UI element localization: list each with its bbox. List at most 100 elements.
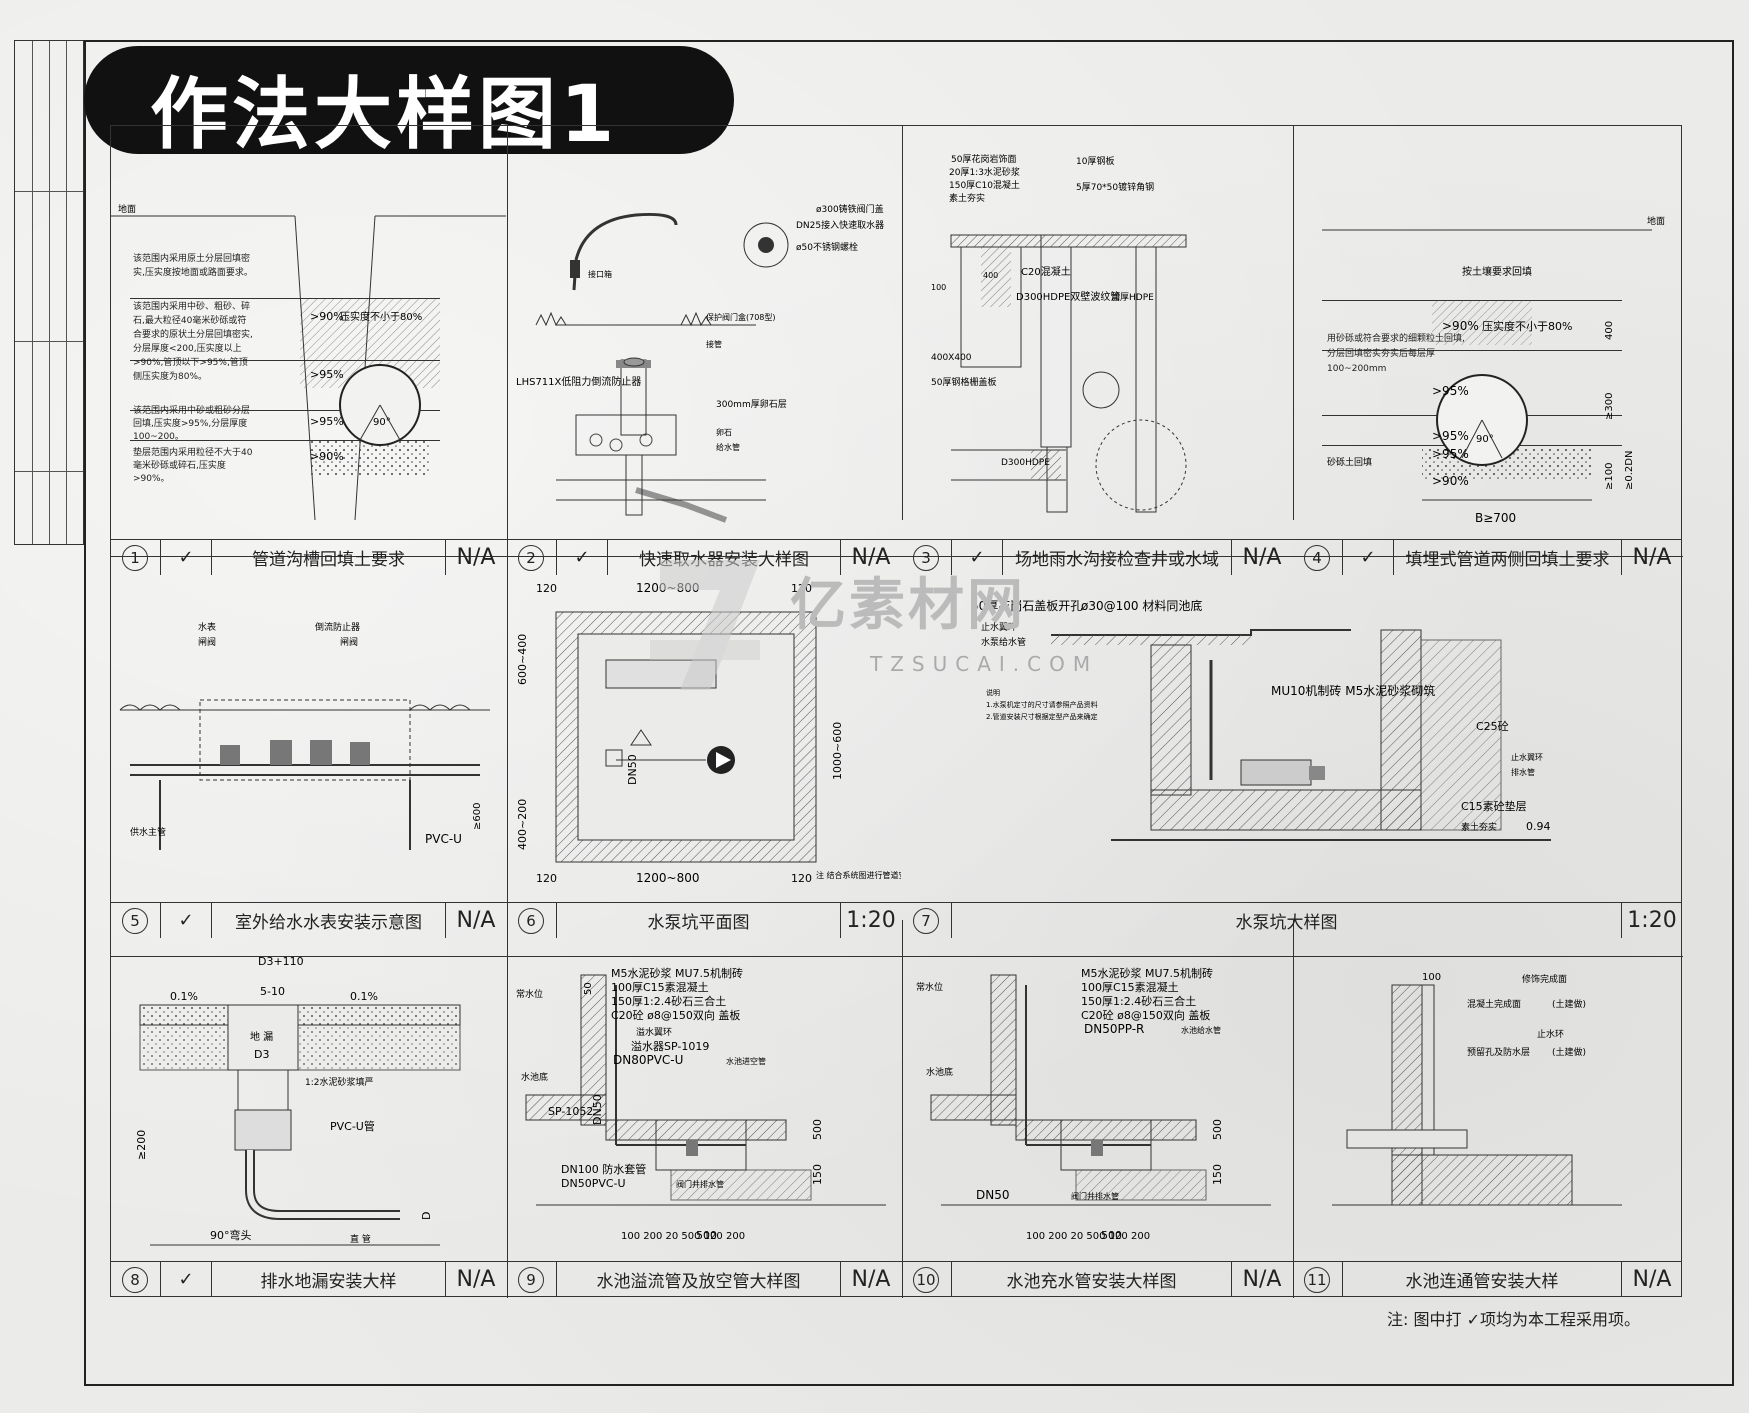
panel-10-scale: N/A bbox=[1231, 1262, 1292, 1297]
svg-text:300mm厚卵石层: 300mm厚卵石层 bbox=[716, 399, 787, 410]
svg-text:倒流防止器: 倒流防止器 bbox=[315, 621, 360, 633]
panel-11-drawing: 100 修饰完成面 混凝土完成面 (土建做) 止水环 预留孔及防水层 (土建做) bbox=[1332, 972, 1622, 1206]
panel-3-drawing: 50厚花岗岩饰面 20厚1:3水泥砂浆 150厚C10混凝土 素土夯实 10厚钢… bbox=[931, 153, 1187, 513]
svg-text:1200~800: 1200~800 bbox=[636, 871, 700, 885]
watermark-subtext: TZSUCAI.COM bbox=[870, 652, 1099, 676]
svg-text:(土建做): (土建做) bbox=[1552, 1046, 1586, 1058]
svg-text:20厚1:3水泥砂浆: 20厚1:3水泥砂浆 bbox=[949, 166, 1020, 178]
svg-text:DN100 防水套管: DN100 防水套管 bbox=[561, 1162, 646, 1176]
p4-note: 用砂砾或符合要求的细颗粒土回填,分层回填密实夯实后每层厚100~200mm bbox=[1327, 334, 1465, 374]
title-banner bbox=[84, 46, 734, 154]
svg-text:0.94: 0.94 bbox=[1526, 820, 1551, 833]
svg-text:水池底: 水池底 bbox=[521, 1071, 548, 1083]
svg-text:400: 400 bbox=[983, 271, 998, 280]
panel-6-number: 6 bbox=[518, 907, 544, 934]
svg-text:常水位: 常水位 bbox=[516, 988, 543, 1000]
panel-8-number: 8 bbox=[122, 1266, 148, 1293]
p1-note-2: 该范围内采用中砂、粗砂、碎石,最大粒径40毫米砂砾或符合要求的原状土分层回填密实… bbox=[133, 302, 253, 382]
panel-5-number: 5 bbox=[122, 907, 148, 934]
panel-2-scale: N/A bbox=[840, 540, 901, 575]
svg-text:B≥700: B≥700 bbox=[1475, 511, 1516, 525]
svg-text:砂砾土回填: 砂砾土回填 bbox=[1327, 456, 1372, 468]
panel-1-drawing: 地面 >90% 压实度不小于80% >95% >95% >90% 90° bbox=[110, 203, 506, 521]
svg-text:1000~600: 1000~600 bbox=[831, 722, 844, 780]
watermark-logo bbox=[650, 560, 760, 690]
svg-text:直 管: 直 管 bbox=[350, 1233, 371, 1245]
svg-text:100厚C15素混凝土: 100厚C15素混凝土 bbox=[611, 980, 709, 994]
svg-text:ø30@100 材料同池底: ø30@100 材料同池底 bbox=[1081, 598, 1202, 613]
svg-text:ø50不锈钢螺栓: ø50不锈钢螺栓 bbox=[796, 241, 858, 253]
svg-text:≥600: ≥600 bbox=[472, 803, 483, 830]
svg-text:预留孔及防水层: 预留孔及防水层 bbox=[1467, 1046, 1530, 1058]
svg-text:水池给水管: 水池给水管 bbox=[1181, 1025, 1221, 1035]
panel-3-number: 3 bbox=[913, 544, 939, 571]
svg-text:≥300: ≥300 bbox=[1604, 393, 1615, 420]
svg-text:止水环: 止水环 bbox=[1537, 1028, 1564, 1040]
svg-text:>95%: >95% bbox=[1432, 384, 1469, 398]
panel-9-titlebar: 9 水池溢流管及放空管大样图 N/A bbox=[506, 1261, 901, 1297]
svg-text:50厚花岗石盖板开孔: 50厚花岗石盖板开孔 bbox=[971, 598, 1082, 613]
panel-8-scale: N/A bbox=[445, 1262, 506, 1297]
svg-text:>90%: >90% bbox=[310, 450, 344, 463]
svg-text:5-10: 5-10 bbox=[260, 985, 285, 998]
panel-2-drawing: ø300铸铁阀门盖 DN25接入快速取水器 ø50不锈钢螺栓 接口箱 保护阀门盒… bbox=[516, 203, 884, 523]
svg-text:0.1%: 0.1% bbox=[170, 990, 198, 1003]
svg-text:LHS711X低阻力倒流防止器: LHS711X低阻力倒流防止器 bbox=[516, 375, 641, 388]
check-icon: ✓ bbox=[161, 540, 212, 575]
panel-4-drawing: 地面 按土壤要求回填 >90% 压实度不小于80% >95% >95% >95%… bbox=[1322, 215, 1665, 525]
panel-10-drawing: 常水位 M5水泥砂浆 MU7.5机制砖 100厚C15素混凝土 150厚1:2.… bbox=[916, 966, 1271, 1242]
panel-5-drawing: 水表 闸阀 倒流防止器 闸阀 供水主管 PVC-U ≥600 bbox=[119, 621, 490, 850]
check-icon: ✓ bbox=[1343, 540, 1394, 575]
panel-4-title: 填埋式管道两侧回填土要求 bbox=[1405, 550, 1610, 570]
panel-9-title: 水池溢流管及放空管大样图 bbox=[596, 1272, 801, 1292]
svg-text:C25砼: C25砼 bbox=[1476, 720, 1509, 733]
svg-text:DN50: DN50 bbox=[976, 1188, 1010, 1202]
check-icon: ✓ bbox=[952, 540, 1003, 575]
panel-7-number: 7 bbox=[913, 907, 939, 934]
panel-3-title: 场地雨水沟接检查井或水域 bbox=[1015, 550, 1219, 570]
panel-4-number: 4 bbox=[1304, 544, 1330, 571]
panel-8-title: 排水地漏安装大样 bbox=[260, 1272, 397, 1292]
svg-text:素土夯实: 素土夯实 bbox=[949, 192, 985, 204]
svg-text:止水翼环: 止水翼环 bbox=[981, 621, 1017, 633]
svg-text:90°: 90° bbox=[373, 417, 391, 428]
svg-text:100厚C15素混凝土: 100厚C15素混凝土 bbox=[1081, 980, 1179, 994]
svg-text:500: 500 bbox=[1211, 1119, 1224, 1140]
svg-text:DN25接入快速取水器: DN25接入快速取水器 bbox=[796, 219, 884, 231]
panel-2-number: 2 bbox=[518, 544, 544, 571]
panel-7-drawing: 50厚花岗石盖板开孔 ø30@100 材料同池底 止水翼环 水泵给水管 MU10… bbox=[971, 598, 1551, 841]
svg-text:水泵给水管: 水泵给水管 bbox=[981, 636, 1026, 648]
panel-11-scale: N/A bbox=[1621, 1262, 1682, 1297]
svg-text:1.水泵机定寸的尺寸请参照产品资料: 1.水泵机定寸的尺寸请参照产品资料 bbox=[986, 700, 1098, 709]
svg-text:600~400: 600~400 bbox=[516, 634, 529, 685]
svg-text:PVC-U: PVC-U bbox=[425, 832, 462, 846]
svg-text:压实度不小于80%: 压实度不小于80% bbox=[1482, 319, 1572, 333]
revision-strip bbox=[14, 40, 84, 545]
svg-text:5厚70*50镀锌角钢: 5厚70*50镀锌角钢 bbox=[1076, 181, 1154, 193]
svg-text:MU10机制砖 M5水泥砂浆砌筑: MU10机制砖 M5水泥砂浆砌筑 bbox=[1271, 683, 1435, 698]
watermark-text: 亿素材网 bbox=[790, 573, 1026, 638]
svg-text:D300HDPE: D300HDPE bbox=[1001, 458, 1050, 468]
panel-5-title: 室外给水水表安装示意图 bbox=[235, 913, 422, 933]
svg-text:100 200 20 500 120 200: 100 200 20 500 120 200 bbox=[1026, 1231, 1150, 1242]
svg-text:400: 400 bbox=[1604, 321, 1615, 340]
svg-text:DN50PVC-U: DN50PVC-U bbox=[561, 1177, 626, 1190]
svg-text:500: 500 bbox=[696, 1229, 717, 1242]
p1-ground-label: 地面 bbox=[118, 203, 136, 215]
svg-text:400~200: 400~200 bbox=[516, 799, 529, 850]
check-icon: ✓ bbox=[161, 1262, 212, 1297]
panel-7-scale: 1:20 bbox=[1621, 903, 1682, 938]
panel-11-number: 11 bbox=[1304, 1266, 1330, 1293]
svg-text:DN50: DN50 bbox=[591, 1094, 604, 1125]
p1-note-1: 该范围内采用原土分层回填密实,压实度按地面或路面要求。 bbox=[133, 254, 253, 278]
check-icon: ✓ bbox=[557, 540, 608, 575]
panel-1-titlebar: 1 ✓ 管道沟槽回填土要求 N/A bbox=[110, 539, 506, 575]
panel-4-scale: N/A bbox=[1621, 540, 1682, 575]
svg-text:混凝土完成面: 混凝土完成面 bbox=[1467, 998, 1521, 1010]
svg-text:供水主管: 供水主管 bbox=[130, 826, 166, 838]
panel-5-titlebar: 5 ✓ 室外给水水表安装示意图 N/A bbox=[110, 902, 506, 938]
svg-text:150: 150 bbox=[1211, 1164, 1224, 1185]
svg-text:>95%: >95% bbox=[1432, 447, 1469, 461]
panel-5-scale: N/A bbox=[445, 903, 506, 938]
panel-10-title: 水池充水管安装大样图 bbox=[1006, 1272, 1177, 1292]
